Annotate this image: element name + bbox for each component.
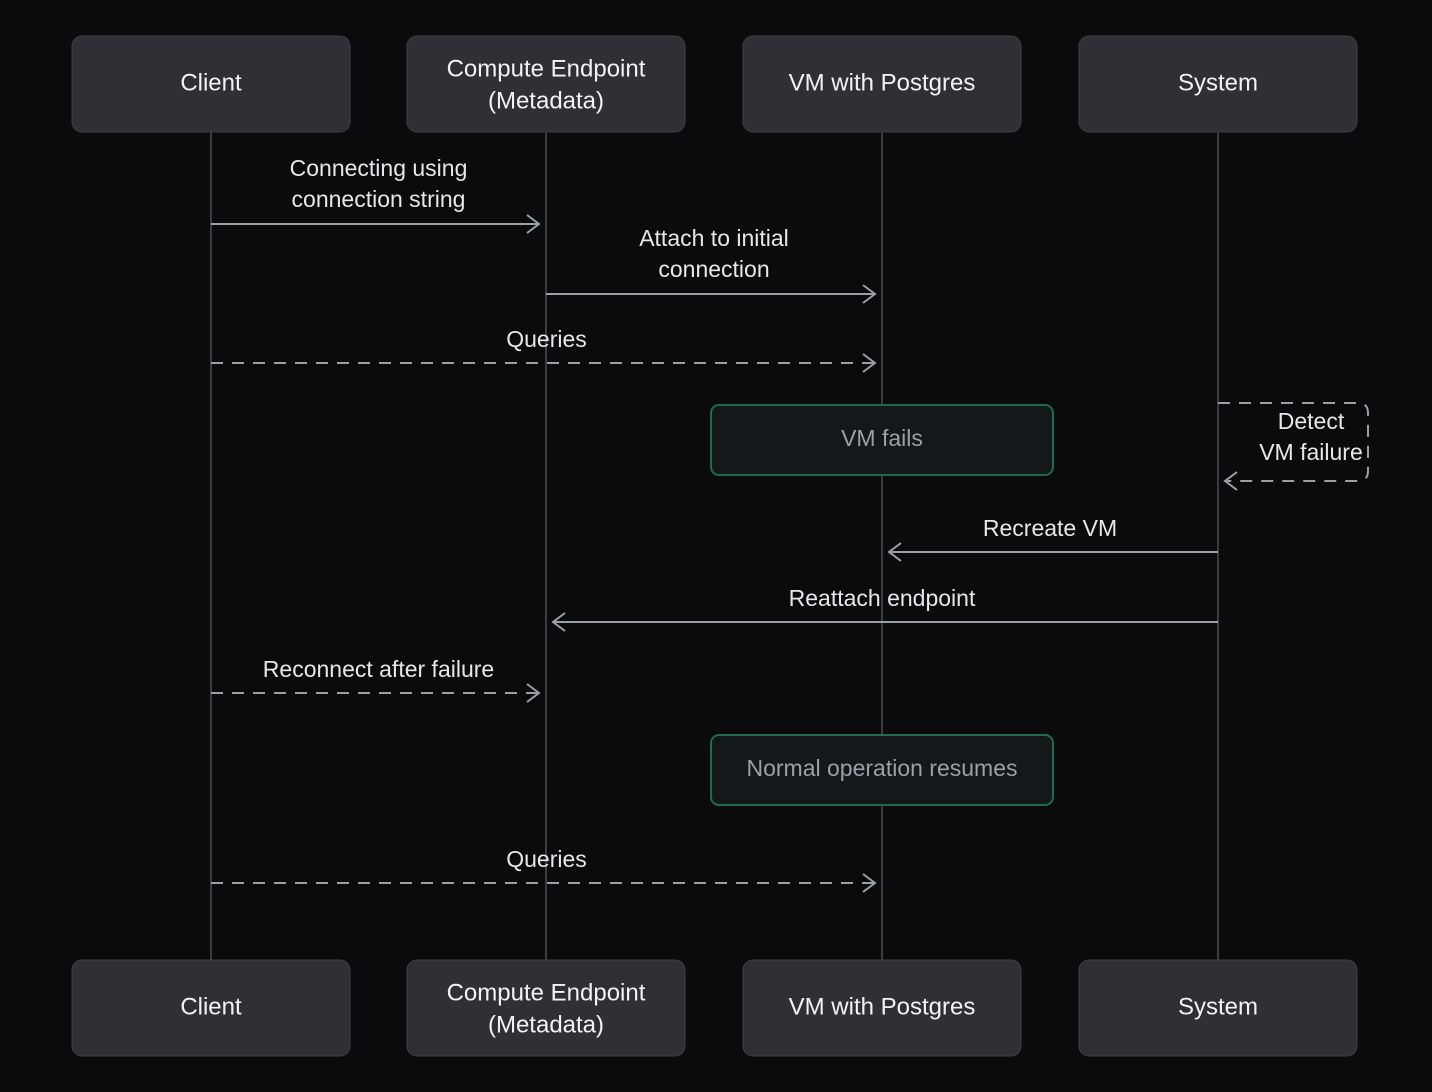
participant-label: Client: [180, 69, 242, 96]
message-label: Recreate VM: [983, 515, 1117, 541]
message-label: Reconnect after failure: [263, 656, 494, 682]
note-note-normal-operation: Normal operation resumes: [710, 734, 1054, 806]
participant-footer-compute[interactable]: Compute Endpoint (Metadata): [406, 959, 686, 1057]
participant-label: System: [1178, 993, 1258, 1020]
participant-label: Compute Endpoint: [447, 55, 646, 82]
note-note-vm-fails: VM fails: [710, 404, 1054, 476]
participant-label: System: [1178, 69, 1258, 96]
message-arrowhead: [551, 612, 566, 632]
message-label: Attach to initial: [639, 225, 789, 251]
message-msg-reattach-endpoint: Reattach endpoint: [551, 585, 1218, 632]
self-message-arrowhead: [1223, 471, 1238, 491]
message-msg-connecting: Connecting using connection string: [211, 155, 541, 234]
lifelines-layer: [210, 132, 1219, 960]
participant-box-rect: [742, 35, 1022, 133]
participant-label-line2: (Metadata): [488, 87, 604, 114]
message-msg-queries-2: Queries: [211, 846, 877, 893]
participant-header-vm[interactable]: VM with Postgres: [742, 35, 1022, 133]
message-msg-reconnect: Reconnect after failure: [211, 656, 541, 703]
messages-layer: Connecting using connection stringAttach …: [211, 155, 1369, 893]
participant-box-rect: [1078, 959, 1358, 1057]
participant-box-rect: [1078, 35, 1358, 133]
self-message-self-detect-failure: Detect VM failure: [1218, 402, 1369, 491]
participant-label: VM with Postgres: [789, 69, 976, 96]
message-label: Reattach endpoint: [789, 585, 976, 611]
message-msg-recreate-vm: Recreate VM: [887, 515, 1218, 562]
participant-box-rect: [742, 959, 1022, 1057]
participant-label: Client: [180, 993, 242, 1020]
message-arrowhead: [862, 873, 877, 893]
message-label-line2: connection: [658, 256, 769, 282]
participant-footer-client[interactable]: Client: [71, 959, 351, 1057]
participant-header-system[interactable]: System: [1078, 35, 1358, 133]
note-rect: [710, 404, 1054, 476]
message-label-line2: connection string: [292, 186, 466, 212]
message-arrowhead: [526, 214, 541, 234]
participant-label: Compute Endpoint: [447, 979, 646, 1006]
message-label: Connecting using: [290, 155, 468, 181]
note-rect: [710, 734, 1054, 806]
participant-box-rect: [71, 959, 351, 1057]
self-message-label-line2: VM failure: [1259, 439, 1363, 465]
participant-header-compute[interactable]: Compute Endpoint (Metadata): [406, 35, 686, 133]
message-msg-queries-1: Queries: [211, 326, 877, 373]
participant-label-line2: (Metadata): [488, 1011, 604, 1038]
participant-footer-system[interactable]: System: [1078, 959, 1358, 1057]
message-arrowhead: [862, 284, 877, 304]
message-arrowhead: [526, 683, 541, 703]
self-message-label: Detect: [1278, 408, 1345, 434]
participant-box-rect: [406, 35, 686, 133]
message-arrowhead: [887, 542, 902, 562]
participant-footer-vm[interactable]: VM with Postgres: [742, 959, 1022, 1057]
participant-box-rect: [71, 35, 351, 133]
note-label: Normal operation resumes: [746, 755, 1017, 781]
message-label: Queries: [506, 846, 587, 872]
participant-box-rect: [406, 959, 686, 1057]
participant-header-client[interactable]: Client: [71, 35, 351, 133]
note-label: VM fails: [841, 425, 923, 451]
message-arrowhead: [862, 353, 877, 373]
message-msg-attach: Attach to initial connection: [546, 225, 877, 304]
participant-label: VM with Postgres: [789, 993, 976, 1020]
message-label: Queries: [506, 326, 587, 352]
